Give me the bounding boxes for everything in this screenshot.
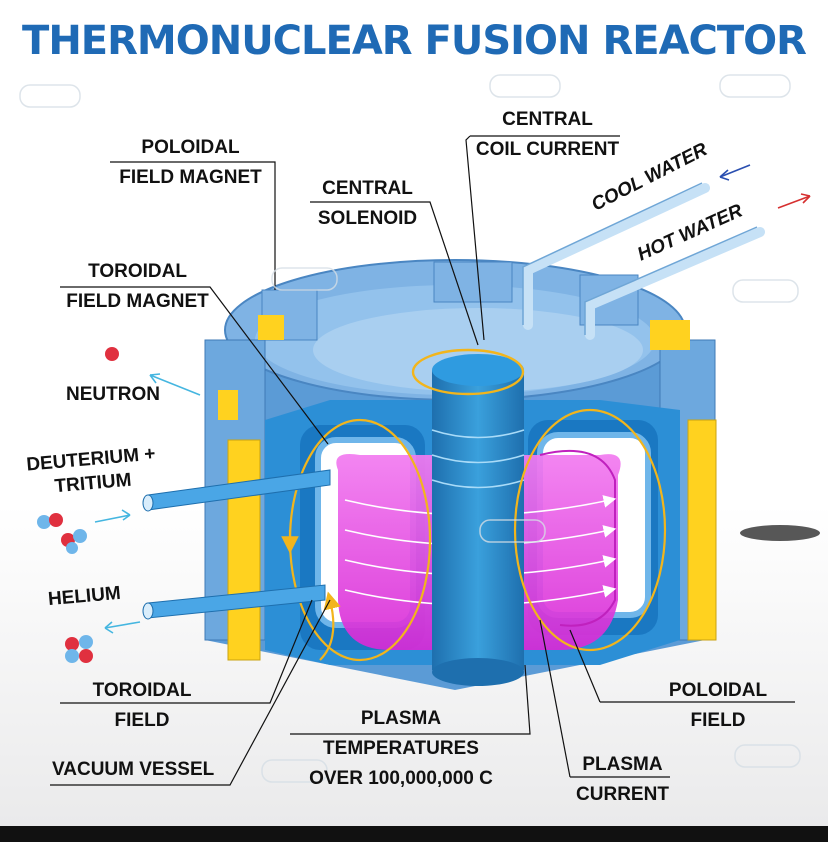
field-lines <box>281 408 667 662</box>
label-plasma-current: PLASMA CURRENT <box>576 754 669 805</box>
leader-lines <box>50 135 795 786</box>
label-toroidal-field: TOROIDAL FIELD <box>92 680 192 731</box>
label-helium: HELIUM <box>47 582 122 611</box>
label-toroidal-field-magnet: TOROIDAL FIELD MAGNET <box>66 261 209 312</box>
label-central-coil-current: CENTRAL COIL CURRENT <box>475 109 620 160</box>
watermark <box>19 74 801 783</box>
water-pipe-edges <box>522 182 758 335</box>
smudge <box>740 525 820 541</box>
neutron-particle <box>105 347 119 361</box>
inlet-pipes <box>142 469 331 620</box>
label-neutron: NEUTRON <box>66 384 160 405</box>
label-poloidal-field-magnet: POLOIDAL FIELD MAGNET <box>119 137 262 188</box>
label-vacuum-vessel: VACUUM VESSEL <box>52 759 215 780</box>
label-central-solenoid: CENTRAL SOLENOID <box>317 178 418 229</box>
page-title: THERMONUCLEAR FUSION REACTOR <box>22 18 807 64</box>
flow-arrows <box>94 164 811 634</box>
label-poloidal-field: POLOIDAL FIELD <box>668 680 768 731</box>
particles <box>37 347 119 663</box>
label-plasma-temperatures: PLASMA TEMPERATURES OVER 100,000,000 C <box>309 708 493 789</box>
bottom-bar <box>0 826 828 842</box>
water-pipes <box>523 183 765 340</box>
